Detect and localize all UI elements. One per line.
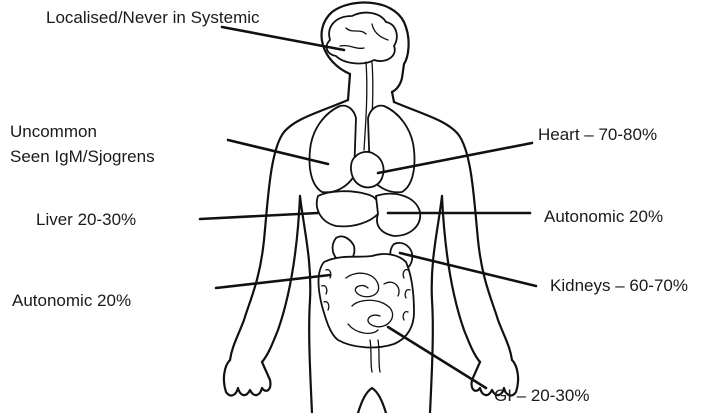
label-liver: Liver 20-30% (36, 209, 136, 230)
label-lungs-line2: Seen IgM/Sjogrens (10, 146, 155, 167)
liver-shape (317, 191, 379, 226)
label-autonomic-right: Autonomic 20% (544, 206, 663, 227)
leader-brain (222, 27, 344, 50)
leader-gi (388, 327, 486, 388)
left-lung-shape (310, 106, 357, 193)
label-heart: Heart – 70-80% (538, 124, 657, 145)
leader-liver (200, 213, 318, 219)
label-autonomic-left: Autonomic 20% (12, 290, 131, 311)
stomach-shape (376, 194, 420, 236)
leader-autonomic-left (216, 275, 330, 288)
brain-shape (327, 13, 397, 64)
label-brain: Localised/Never in Systemic (46, 7, 260, 28)
label-gi: GI – 20-30% (494, 385, 589, 406)
label-kidneys: Kidneys – 60-70% (550, 275, 688, 296)
label-lungs-line1: Uncommon (10, 121, 97, 142)
heart-shape (351, 152, 384, 188)
leader-kidneys (400, 253, 536, 286)
